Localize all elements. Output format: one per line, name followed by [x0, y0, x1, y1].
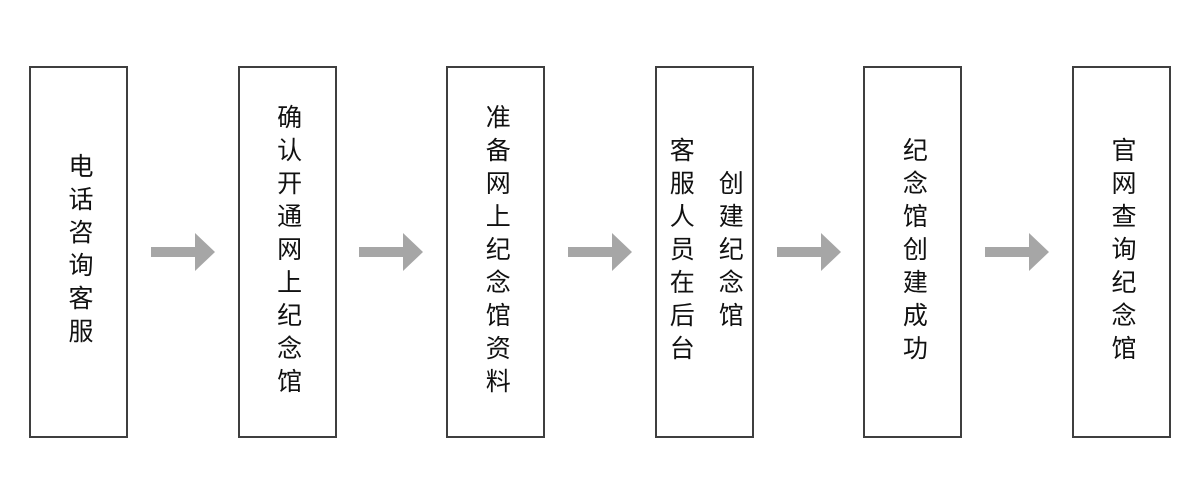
step-label: 纪念馆创建成功 [899, 136, 928, 368]
step-label: 电话咨询客服 [65, 153, 93, 351]
step-box-prepare-materials: 准备网上纪念馆资料 [446, 66, 546, 438]
arrow-right-icon [359, 233, 424, 271]
arrow-right-icon [776, 233, 841, 271]
step-label-column-1: 客服人员在后台 [666, 136, 695, 368]
step-box-official-site-query: 官网查询纪念馆 [1071, 66, 1171, 438]
step-label: 确认开通网上纪念馆 [273, 103, 302, 401]
arrow-right-icon [567, 233, 632, 271]
step-box-phone-consult: 电话咨询客服 [29, 66, 128, 438]
step-label: 准备网上纪念馆资料 [482, 103, 511, 401]
step-box-staff-create: 客服人员在后台 创建纪念馆 [654, 66, 754, 438]
arrow-right-icon [985, 233, 1050, 271]
step-label: 官网查询纪念馆 [1107, 136, 1136, 368]
step-box-confirm-open: 确认开通网上纪念馆 [237, 66, 337, 438]
step-box-create-success: 纪念馆创建成功 [863, 66, 963, 438]
step-label-column-2: 创建纪念馆 [715, 169, 744, 335]
arrow-right-icon [150, 233, 215, 271]
